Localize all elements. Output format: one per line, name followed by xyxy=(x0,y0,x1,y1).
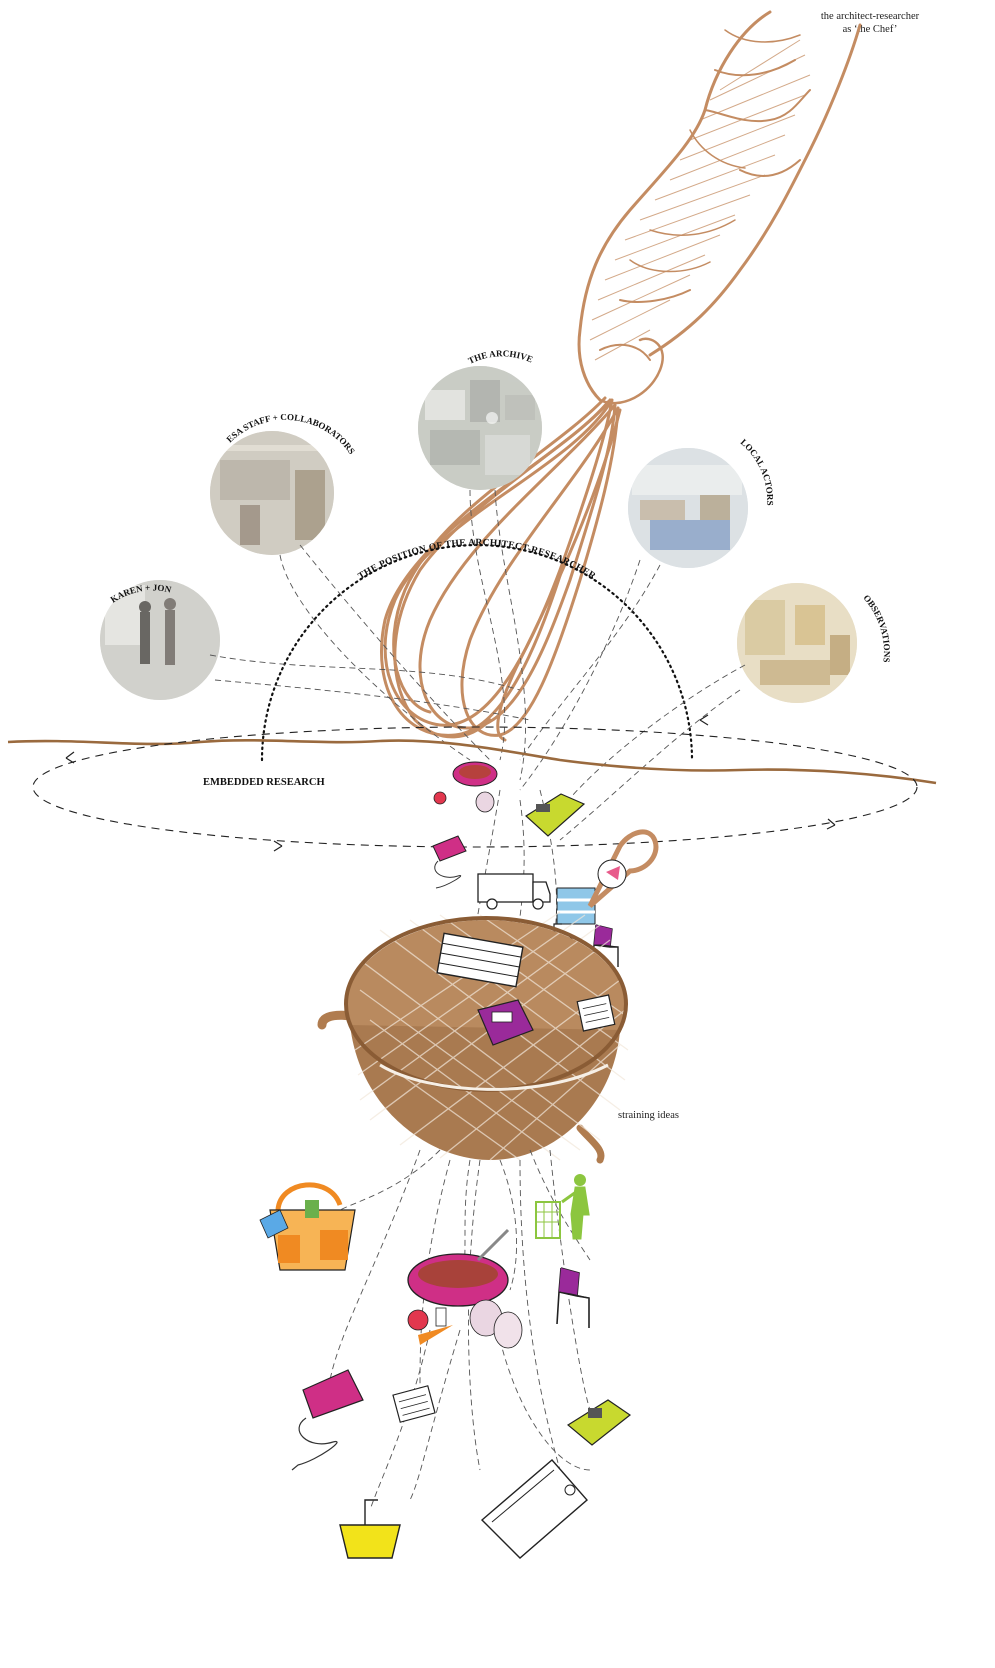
source-esa-staff: ESA STAFF + COLLABORATORS xyxy=(210,412,357,556)
tool-bag-icon xyxy=(260,1185,355,1270)
source-karen-jon: KAREN + JON xyxy=(100,580,220,700)
chef-hand-illustration xyxy=(579,12,860,403)
press-machine-icon xyxy=(568,1400,630,1445)
embedded-research-label: EMBEDDED RESEARCH xyxy=(203,777,325,788)
hand-hatching xyxy=(590,40,810,360)
sink-icon xyxy=(340,1500,400,1558)
source-archive: THE ARCHIVE xyxy=(418,348,542,490)
svg-text:THE ARCHIVE: THE ARCHIVE xyxy=(467,348,535,366)
source-links xyxy=(210,490,745,980)
planner-icon xyxy=(482,1460,587,1558)
press-machine-icon xyxy=(526,794,584,836)
frying-pan-icon xyxy=(590,832,656,906)
arrow-left-icon xyxy=(66,752,74,763)
iron-icon xyxy=(292,1370,363,1470)
cooking-pot-icon xyxy=(434,762,497,812)
book-icon xyxy=(393,1386,435,1422)
chef-caption-line-2: as ‘the Chef’ xyxy=(843,24,898,35)
straining-caption: straining ideas xyxy=(618,1110,679,1121)
book-icon xyxy=(577,995,615,1031)
source-local-actors: LOCAL ACTORS xyxy=(628,437,775,568)
source-label: THE ARCHIVE xyxy=(467,348,535,366)
source-observations: OBSERVATIONS xyxy=(737,583,892,703)
chair-icon xyxy=(557,1268,589,1328)
chef-caption-line-1: the architect-researcher xyxy=(821,11,920,22)
arrow-right-icon xyxy=(274,841,282,851)
svg-text:OBSERVATIONS: OBSERVATIONS xyxy=(861,593,892,663)
source-label: OBSERVATIONS xyxy=(861,593,892,663)
food-truck-icon xyxy=(478,874,550,909)
chef-caption: the architect-researcher as ‘the Chef’ xyxy=(821,11,920,35)
cooking-pot-icon xyxy=(408,1230,522,1348)
arrow-right-icon xyxy=(827,819,835,829)
recycling-bin-icon xyxy=(536,1174,588,1238)
output-links xyxy=(330,1150,590,1510)
iron-icon xyxy=(433,836,466,888)
